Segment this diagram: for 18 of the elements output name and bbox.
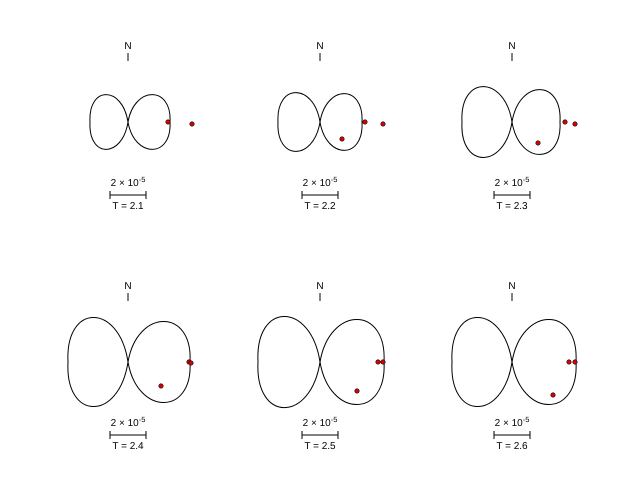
time-label: T = 2.4 (112, 441, 144, 453)
north-label: N (124, 281, 132, 293)
time-label: T = 2.2 (304, 201, 336, 213)
time-label: T = 2.6 (496, 441, 528, 453)
north-label: N (508, 281, 516, 293)
north-label: N (316, 41, 324, 53)
north-label: N (316, 281, 324, 293)
time-label: T = 2.5 (304, 441, 336, 453)
time-label: T = 2.3 (496, 201, 528, 213)
scale-label: 2 × 10$^{-5}$ (302, 418, 338, 430)
scale-label: 2 × 10$^{-5}$ (110, 418, 146, 430)
scale-label: 2 × 10$^{-5}$ (302, 178, 338, 190)
scale-label: 2 × 10$^{-5}$ (494, 418, 530, 430)
north-label: N (508, 41, 516, 53)
scale-label: 2 × 10$^{-5}$ (494, 178, 530, 190)
north-label: N (124, 41, 132, 53)
scale-label: 2 × 10$^{-5}$ (110, 178, 146, 190)
time-label: T = 2.1 (112, 201, 144, 213)
